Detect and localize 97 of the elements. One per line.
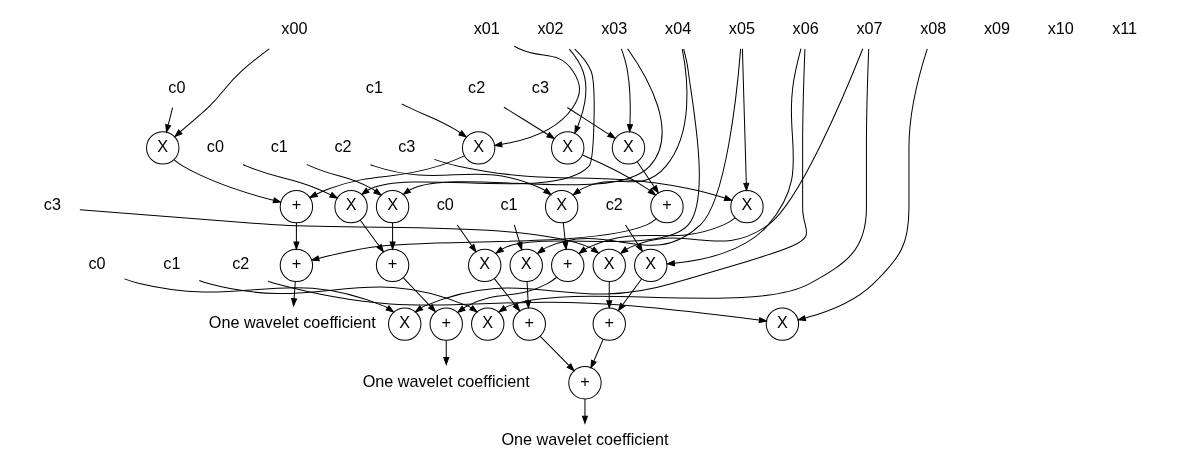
node-circle: + — [375, 248, 410, 283]
node-text: c1 — [365, 78, 383, 97]
arrow — [513, 224, 523, 251]
arrow — [497, 48, 870, 313]
node-text: c3 — [398, 136, 416, 155]
node-circle: X — [468, 248, 502, 283]
arrow — [571, 48, 688, 196]
node-text: c0 — [168, 78, 186, 97]
node-text: c2 — [468, 78, 486, 97]
arrow — [568, 48, 587, 135]
arrow — [310, 218, 657, 262]
arrow — [494, 48, 700, 255]
node-text: c1 — [163, 254, 181, 273]
node-circle: X — [509, 248, 543, 283]
node-circle: + — [650, 189, 684, 224]
arrow — [665, 48, 802, 267]
node-text: x01 — [473, 19, 500, 38]
node-circle: X — [611, 131, 646, 165]
node-circle: + — [279, 248, 314, 283]
node-circle: + — [568, 366, 602, 400]
node-text: x02 — [537, 19, 564, 38]
arrow — [606, 281, 613, 310]
arrow — [173, 48, 270, 138]
arrow — [493, 45, 581, 148]
node-circle: + — [512, 307, 546, 341]
node-text: x05 — [728, 19, 755, 38]
arrow — [306, 163, 383, 196]
arrow — [402, 48, 663, 196]
node-circle: + — [429, 307, 463, 341]
node-text: c3 — [43, 195, 61, 214]
arrow — [582, 154, 657, 196]
node-circle: + — [551, 248, 585, 283]
node-text: c0 — [436, 195, 454, 214]
node-text: c0 — [88, 254, 106, 273]
node-text: One wavelet coefficient — [208, 312, 376, 331]
arrow — [796, 48, 928, 322]
arrow — [414, 48, 808, 313]
arrow — [624, 224, 644, 253]
arrow — [79, 209, 600, 254]
node-text: x08 — [920, 19, 947, 38]
node-circle: + — [279, 189, 314, 224]
node-text: One wavelet coefficient — [362, 371, 530, 390]
node-circle: X — [551, 131, 585, 165]
node-circle: X — [471, 307, 505, 341]
arrow — [741, 48, 750, 192]
node-circle: X — [765, 307, 800, 341]
node-text: c1 — [500, 195, 518, 214]
node-text: x03 — [601, 19, 628, 38]
arrow — [308, 155, 465, 199]
node-text: c2 — [605, 195, 623, 214]
arrow — [577, 217, 736, 255]
arrow — [590, 338, 604, 370]
node-text: c3 — [531, 78, 549, 97]
arrow — [562, 222, 569, 251]
node-circle: X — [461, 131, 496, 165]
arrow — [433, 158, 734, 201]
arrow — [242, 163, 339, 199]
node-circle: X — [146, 131, 180, 165]
node-text: x10 — [1047, 19, 1074, 38]
arrow — [293, 222, 300, 251]
node-text: c2 — [232, 254, 250, 273]
node-text: x00 — [281, 19, 308, 38]
arrow — [524, 281, 532, 310]
arrow — [581, 398, 589, 425]
arrow — [539, 335, 576, 372]
arrow — [359, 219, 385, 254]
arrow — [389, 222, 396, 251]
arrow — [617, 278, 643, 312]
arrow — [619, 48, 864, 255]
node-text: c0 — [206, 136, 224, 155]
arrow — [173, 159, 283, 204]
arrow — [503, 106, 556, 140]
arrow — [493, 278, 521, 312]
node-text: x06 — [792, 19, 819, 38]
node-circle: X — [388, 307, 422, 341]
node-text: x07 — [856, 19, 883, 38]
arrow — [443, 339, 450, 367]
node-circle: + — [592, 307, 626, 341]
arrow — [369, 164, 553, 196]
arrow — [636, 161, 660, 195]
node-text: x11 — [1112, 19, 1138, 38]
arrow — [536, 48, 742, 255]
node-text: c2 — [334, 136, 352, 155]
node-text: x09 — [983, 19, 1011, 38]
node-circle: X — [634, 248, 668, 283]
arrow — [401, 103, 468, 138]
node-text: x04 — [665, 19, 692, 38]
arrow — [566, 107, 617, 140]
node-circle: X — [730, 189, 764, 224]
arrow — [456, 224, 477, 253]
arrow — [620, 48, 634, 134]
arrow — [360, 48, 595, 196]
arrow — [165, 107, 174, 134]
arrow — [456, 277, 557, 314]
node-text: c1 — [270, 136, 288, 155]
arrow — [402, 277, 437, 313]
node-text: One wavelet coefficient — [501, 430, 669, 449]
